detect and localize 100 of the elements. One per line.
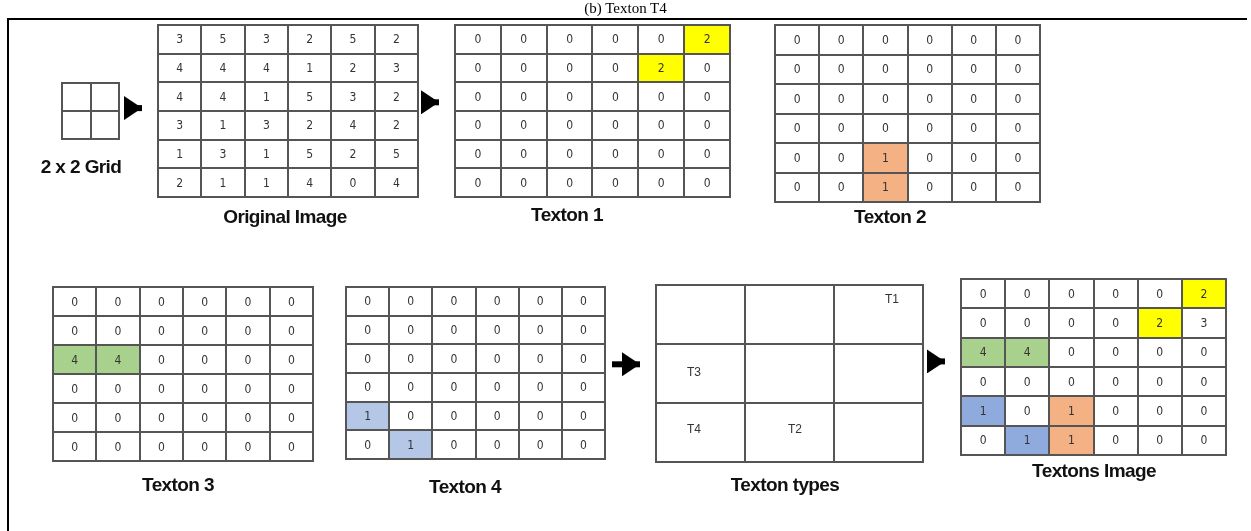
grid-cell: 0	[226, 403, 270, 432]
grid-cell: 0	[183, 345, 227, 374]
grid-cell: 0	[432, 373, 476, 402]
grid-cell: 0	[819, 84, 864, 114]
grid-cell: 0	[455, 139, 501, 169]
grid-cell: 3	[244, 111, 288, 140]
grid-cell: 0	[432, 430, 476, 459]
grid-cell: 0	[1181, 396, 1226, 426]
block-arrow	[421, 90, 439, 115]
grid-cell: 0	[592, 53, 639, 83]
grid-cell: 0	[1181, 337, 1226, 367]
grid-cell: 1	[346, 401, 390, 431]
grid-cell: 0	[684, 139, 730, 169]
grid-cell: 1	[1005, 425, 1050, 455]
grid-cell: 0	[951, 143, 996, 173]
grid-cell: 0	[863, 54, 908, 84]
grid-cell: 2	[288, 25, 332, 54]
grid-cell: 1	[158, 139, 202, 169]
grid-cell: 0	[592, 168, 639, 197]
grid-cell: 2	[638, 53, 685, 83]
grid-cell: 0	[346, 430, 390, 459]
grid-cell: 0	[53, 403, 97, 432]
block-arrow	[612, 352, 640, 377]
grid-cell: 0	[432, 401, 476, 431]
grid-cell: 0	[518, 315, 562, 345]
grid-cell: 0	[1181, 367, 1226, 397]
grid-cell: 0	[561, 315, 605, 345]
grid-cell: 0	[500, 53, 547, 83]
grid-cell: 0	[819, 113, 864, 143]
texton-label: T1	[885, 292, 899, 306]
grid-cell: 2	[374, 111, 418, 140]
grid-cell: 1	[863, 172, 908, 202]
grid-cell: 0	[546, 25, 593, 54]
grid-cell: 2	[158, 168, 202, 197]
texton-label: T3	[687, 365, 701, 379]
grid-cell: 0	[951, 25, 996, 55]
grid-cell: 0	[139, 287, 183, 316]
grid-cell: 0	[1005, 396, 1050, 426]
grid-cell: 1	[863, 143, 908, 173]
grid-cell: 0	[226, 345, 270, 374]
grid-cell: 1	[244, 139, 288, 169]
grid-cell: 0	[546, 111, 593, 140]
grid-cell: 0	[389, 287, 433, 316]
grid-cell: 0	[455, 25, 501, 54]
grid-cell: 0	[455, 168, 501, 197]
grid-cell: 0	[53, 432, 97, 461]
grid-cell: 0	[346, 287, 390, 316]
grid-cell: 0	[183, 432, 227, 461]
grid-cell: 0	[995, 54, 1040, 84]
grid-cell: 0	[775, 113, 820, 143]
grid-cell: 0	[1137, 337, 1182, 367]
grid-cell: 5	[288, 82, 332, 111]
grid-cell: 0	[1005, 279, 1050, 309]
grid-cell: 0	[96, 287, 140, 316]
grid-cell: 0	[96, 374, 140, 403]
grid-cell: 2	[374, 82, 418, 111]
grid-cell: 0	[546, 168, 593, 197]
texton-label: T4	[687, 422, 701, 436]
grid-cell: 0	[775, 25, 820, 55]
grid-cell: 0	[269, 374, 313, 403]
grid-cell: 0	[183, 316, 227, 345]
grid-cell: 0	[1049, 337, 1094, 367]
grid-cell: 0	[638, 139, 685, 169]
grid-cell: 0	[389, 315, 433, 345]
grid-cell: 0	[819, 172, 864, 202]
grid-cell: 0	[346, 315, 390, 345]
grid-cell: 2	[1137, 308, 1182, 338]
grid-cell: 0	[269, 316, 313, 345]
grid-cell: 0	[907, 25, 952, 55]
grid-cell: 0	[500, 111, 547, 140]
grid-cell: 4	[158, 53, 202, 83]
grid-cell: 0	[1049, 279, 1094, 309]
grid-cell: 4	[374, 168, 418, 197]
grid-cell: 0	[518, 430, 562, 459]
grid-cell: 0	[500, 82, 547, 111]
grid-cell: 0	[518, 373, 562, 402]
grid-cell: 0	[684, 53, 730, 83]
texton-label: T2	[788, 422, 802, 436]
grid-caption: Texton 4	[429, 476, 501, 498]
grid-cell: 1	[244, 168, 288, 197]
grid-cell: 0	[638, 111, 685, 140]
grid-cell: 0	[139, 345, 183, 374]
grid-cell: 0	[951, 84, 996, 114]
grid-cell: 0	[863, 25, 908, 55]
grid-cell: 0	[432, 315, 476, 345]
grid-cell: 1	[201, 168, 245, 197]
grid-cell: 0	[819, 143, 864, 173]
grid-cell: 0	[1093, 425, 1138, 455]
grid-cell: 0	[961, 279, 1006, 309]
grid-cell: 0	[346, 344, 390, 373]
grid-cell: 0	[1093, 396, 1138, 426]
grid-cell: 2	[288, 111, 332, 140]
grid-caption: Texton 2	[854, 206, 926, 228]
grid-cell: 0	[500, 25, 547, 54]
grid-cell: 1	[1049, 396, 1094, 426]
grid-cell: 0	[995, 113, 1040, 143]
grid-cell: 4	[53, 345, 97, 374]
grid-cell: 0	[907, 84, 952, 114]
grid-cell: 0	[475, 401, 519, 431]
grid-cell: 0	[269, 432, 313, 461]
